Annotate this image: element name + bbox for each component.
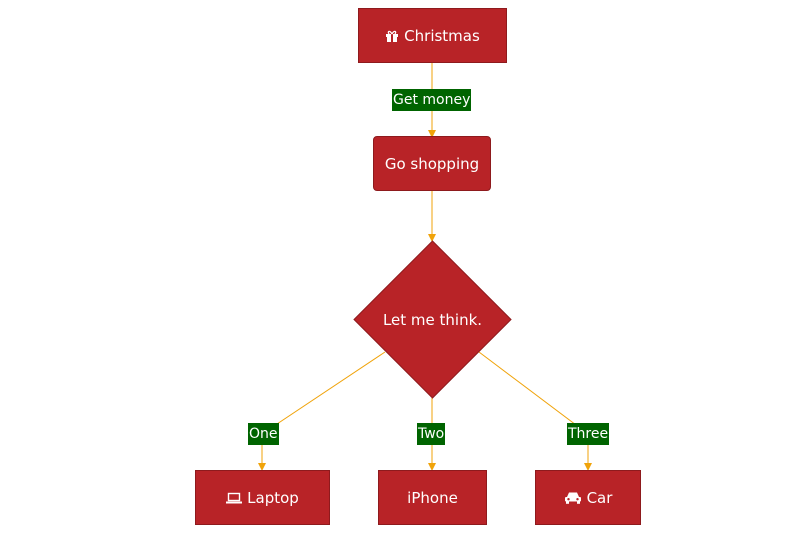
node-decision-label: Let me think. xyxy=(382,310,483,329)
edge-label-one: One xyxy=(248,423,279,445)
edge-label-three: Three xyxy=(567,423,610,445)
decision-diamond-shape xyxy=(353,240,512,399)
node-christmas-label: Christmas xyxy=(404,26,480,45)
node-go-shopping[interactable]: Go shopping xyxy=(373,136,491,191)
laptop-icon xyxy=(226,492,243,504)
node-decision[interactable]: Let me think. xyxy=(354,241,511,398)
node-christmas[interactable]: Christmas xyxy=(358,8,507,63)
node-laptop-label: Laptop xyxy=(247,488,299,507)
node-car[interactable]: Car xyxy=(535,470,641,525)
node-car-label: Car xyxy=(586,488,613,507)
node-iphone-label: iPhone xyxy=(407,488,458,507)
car-icon xyxy=(564,491,582,504)
edge-label-two: Two xyxy=(417,423,446,445)
node-laptop[interactable]: Laptop xyxy=(195,470,330,525)
node-iphone[interactable]: iPhone xyxy=(378,470,487,525)
node-go-shopping-label: Go shopping xyxy=(384,154,480,173)
edge-label-get-money: Get money xyxy=(392,89,472,111)
gift-icon xyxy=(385,29,399,43)
